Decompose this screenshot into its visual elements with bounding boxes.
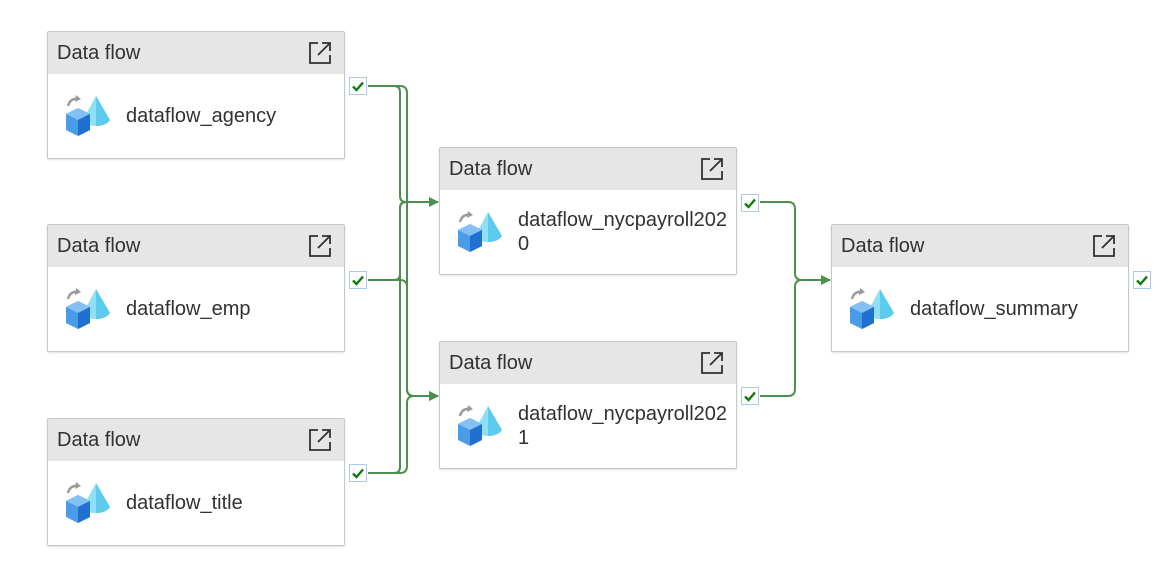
activity-dataflow-emp[interactable]: Data flow dataflow_emp <box>47 224 345 352</box>
connector-nycpayroll2021-to-summary <box>760 279 830 397</box>
connector-agency-to-nycpayroll2021 <box>368 85 439 401</box>
activity-name: dataflow_nycpayroll2021 <box>518 403 728 449</box>
activity-body: dataflow_title <box>48 461 344 545</box>
dataflow-icon <box>458 211 502 252</box>
activity-name: dataflow_emp <box>126 298 251 320</box>
activity-name: dataflow_agency <box>126 105 277 127</box>
open-external-icon[interactable] <box>306 232 334 260</box>
activity-dataflow-nycpayroll2020[interactable]: Data flow dataflow_nycpayroll2020 <box>439 147 737 275</box>
connector-title-to-nycpayroll2020 <box>368 201 438 474</box>
activity-type-label: Data flow <box>57 428 141 451</box>
dataflow-icon <box>66 288 110 329</box>
activity-body: dataflow_agency <box>48 74 344 158</box>
connector-agency-to-nycpayroll2020 <box>368 85 439 207</box>
activity-body: dataflow_nycpayroll2021 <box>440 384 736 468</box>
activity-header: Data flow <box>832 225 1128 267</box>
open-external-icon[interactable] <box>1090 232 1118 260</box>
activity-dataflow-title[interactable]: Data flow dataflow_title <box>47 418 345 546</box>
success-check-icon[interactable] <box>1133 271 1151 289</box>
connector-title-to-nycpayroll2021 <box>368 391 439 474</box>
open-external-icon[interactable] <box>306 39 334 67</box>
dataflow-icon <box>458 405 502 446</box>
activity-header: Data flow <box>48 32 344 74</box>
activity-name: dataflow_summary <box>910 298 1078 320</box>
activity-type-label: Data flow <box>57 41 141 64</box>
activity-header: Data flow <box>440 342 736 384</box>
activity-body: dataflow_nycpayroll2020 <box>440 190 736 274</box>
activity-type-label: Data flow <box>449 351 533 374</box>
activity-body: dataflow_emp <box>48 267 344 351</box>
success-check-icon[interactable] <box>349 464 367 482</box>
connector-nycpayroll2020-to-summary <box>760 201 831 285</box>
activity-name: dataflow_title <box>126 492 243 514</box>
open-external-icon[interactable] <box>698 155 726 183</box>
dataflow-icon <box>66 482 110 523</box>
activity-body: dataflow_summary <box>832 267 1128 351</box>
activity-header: Data flow <box>48 419 344 461</box>
activity-header: Data flow <box>440 148 736 190</box>
activity-dataflow-summary[interactable]: Data flow dataflow_summary <box>831 224 1129 352</box>
open-external-icon[interactable] <box>698 349 726 377</box>
connector-emp-to-nycpayroll2021 <box>368 279 438 397</box>
open-external-icon[interactable] <box>306 426 334 454</box>
activity-header: Data flow <box>48 225 344 267</box>
activity-name: dataflow_nycpayroll2020 <box>518 209 728 255</box>
activity-type-label: Data flow <box>449 157 533 180</box>
activity-type-label: Data flow <box>57 234 141 257</box>
activity-dataflow-nycpayroll2021[interactable]: Data flow dataflow_nycpayroll2021 <box>439 341 737 469</box>
success-check-icon[interactable] <box>349 271 367 289</box>
success-check-icon[interactable] <box>741 194 759 212</box>
connector-emp-to-nycpayroll2020 <box>368 201 438 281</box>
dataflow-icon <box>850 288 894 329</box>
activity-type-label: Data flow <box>841 234 925 257</box>
success-check-icon[interactable] <box>741 387 759 405</box>
activity-dataflow-agency[interactable]: Data flow dataflow_agency <box>47 31 345 159</box>
success-check-icon[interactable] <box>349 77 367 95</box>
dataflow-icon <box>66 95 110 136</box>
